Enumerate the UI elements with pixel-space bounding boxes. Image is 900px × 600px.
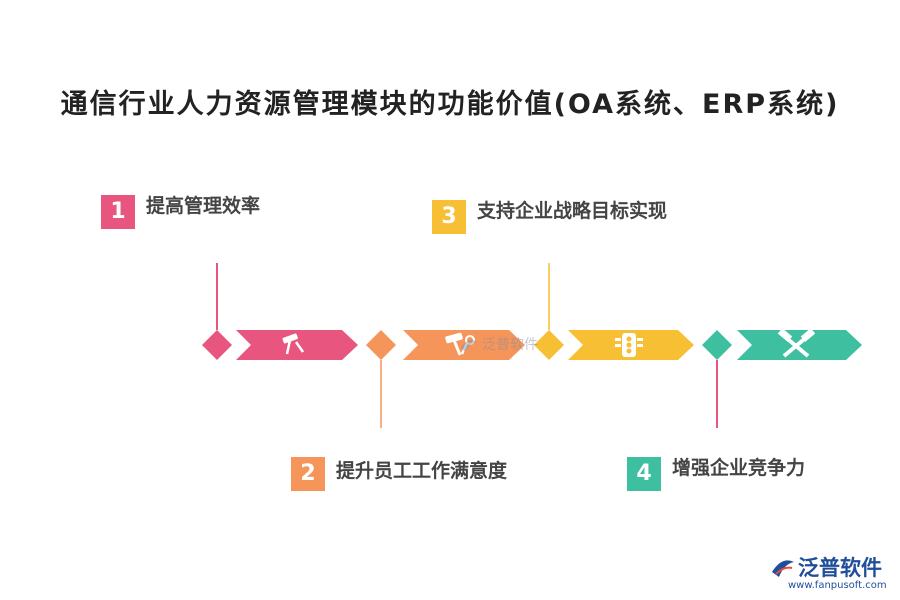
page-title: 通信行业人力资源管理模块的功能价值(OA系统、ERP系统) — [60, 89, 840, 120]
brand-mark-icon — [772, 560, 794, 577]
step-1-label: 提高管理效率 — [146, 195, 261, 217]
traffic-light-icon — [615, 333, 643, 357]
step-3-label: 支持企业战略目标实现 — [477, 200, 668, 222]
step-2-label: 提升员工工作满意度 — [336, 460, 508, 482]
step-2-badge: 2 — [291, 457, 325, 491]
crossed-tools-icon — [777, 328, 816, 358]
step-1-badge: 1 — [101, 195, 135, 229]
brand-url: www.fanpusoft.com — [788, 580, 887, 591]
diamond-4 — [702, 330, 732, 360]
hammer-wrench-icon — [445, 332, 475, 356]
hammer-icon — [282, 333, 305, 355]
watermark: 泛普软件 — [458, 334, 538, 360]
step-3-badge: 3 — [432, 200, 466, 234]
arrow-step-2 — [403, 330, 525, 360]
diamond-2 — [366, 330, 396, 360]
watermark-logo-icon — [461, 340, 477, 352]
brand-logo: 泛普软件 www.fanpusoft.com — [770, 550, 895, 598]
step-4-badge: 4 — [627, 457, 661, 491]
step-4-label: 增强企业竞争力 — [672, 457, 806, 479]
brand-name: 泛普软件 — [798, 556, 882, 580]
diamond-3 — [534, 330, 564, 360]
watermark-text: 泛普软件 — [482, 337, 538, 353]
diamond-1 — [202, 330, 232, 360]
